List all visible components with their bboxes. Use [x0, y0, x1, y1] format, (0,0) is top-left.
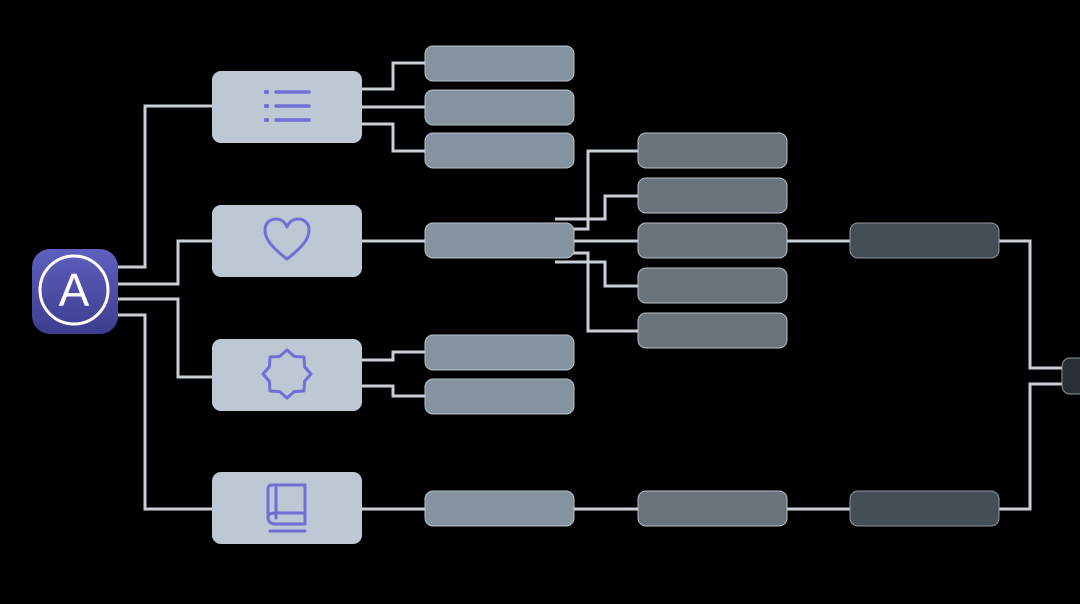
detail-node-book-2[interactable] [637, 490, 788, 527]
app-root-node[interactable]: A [32, 249, 118, 334]
category-node-badge[interactable] [212, 339, 362, 411]
connector-root-heart [117, 239, 212, 286]
detail-node-mid-3[interactable] [849, 222, 1000, 259]
connector-mid-to-target [998, 239, 1064, 370]
connector-list-3 [361, 122, 425, 153]
connector-badge-1 [361, 350, 425, 362]
connector-lines [117, 61, 1064, 511]
connector-hub-4 [555, 260, 638, 288]
detail-node-list-3[interactable] [424, 132, 575, 169]
category-node-book[interactable] [212, 472, 362, 544]
connector-list-1 [361, 61, 425, 91]
detail-node-book-1[interactable] [424, 490, 575, 527]
app-letter: A [59, 264, 90, 316]
heart-icon [263, 217, 311, 261]
connector-book-to-target [998, 382, 1064, 511]
category-node-list[interactable] [212, 71, 362, 143]
detail-node-badge-2[interactable] [424, 378, 575, 415]
badge-icon [261, 348, 313, 400]
detail-node-hub-1[interactable] [637, 132, 788, 169]
connector-badge-2 [361, 384, 425, 398]
app-a-icon: A [38, 254, 110, 326]
connector-hub-2 [555, 194, 638, 221]
detail-node-hub-4[interactable] [637, 267, 788, 304]
detail-node-list-1[interactable] [424, 45, 575, 82]
detail-node-book-3[interactable] [849, 490, 1000, 527]
detail-node-list-2[interactable] [424, 89, 575, 126]
detail-node-hub-2[interactable] [637, 177, 788, 214]
detail-node-hub-3[interactable] [637, 222, 788, 259]
detail-node-badge-1[interactable] [424, 334, 575, 371]
book-icon [266, 483, 307, 533]
category-node-heart[interactable] [212, 205, 362, 277]
connector-root-badge [117, 297, 212, 379]
target-node[interactable] [1061, 357, 1080, 395]
detail-node-heart-hub[interactable] [424, 222, 575, 259]
connector-hub-5 [573, 251, 638, 333]
detail-node-hub-5[interactable] [637, 312, 788, 349]
detail-nodes [424, 45, 1080, 527]
connector-root-list [117, 104, 212, 269]
connector-root-book [117, 313, 212, 511]
list-icon [264, 90, 311, 122]
connector-hub-1 [573, 149, 638, 231]
